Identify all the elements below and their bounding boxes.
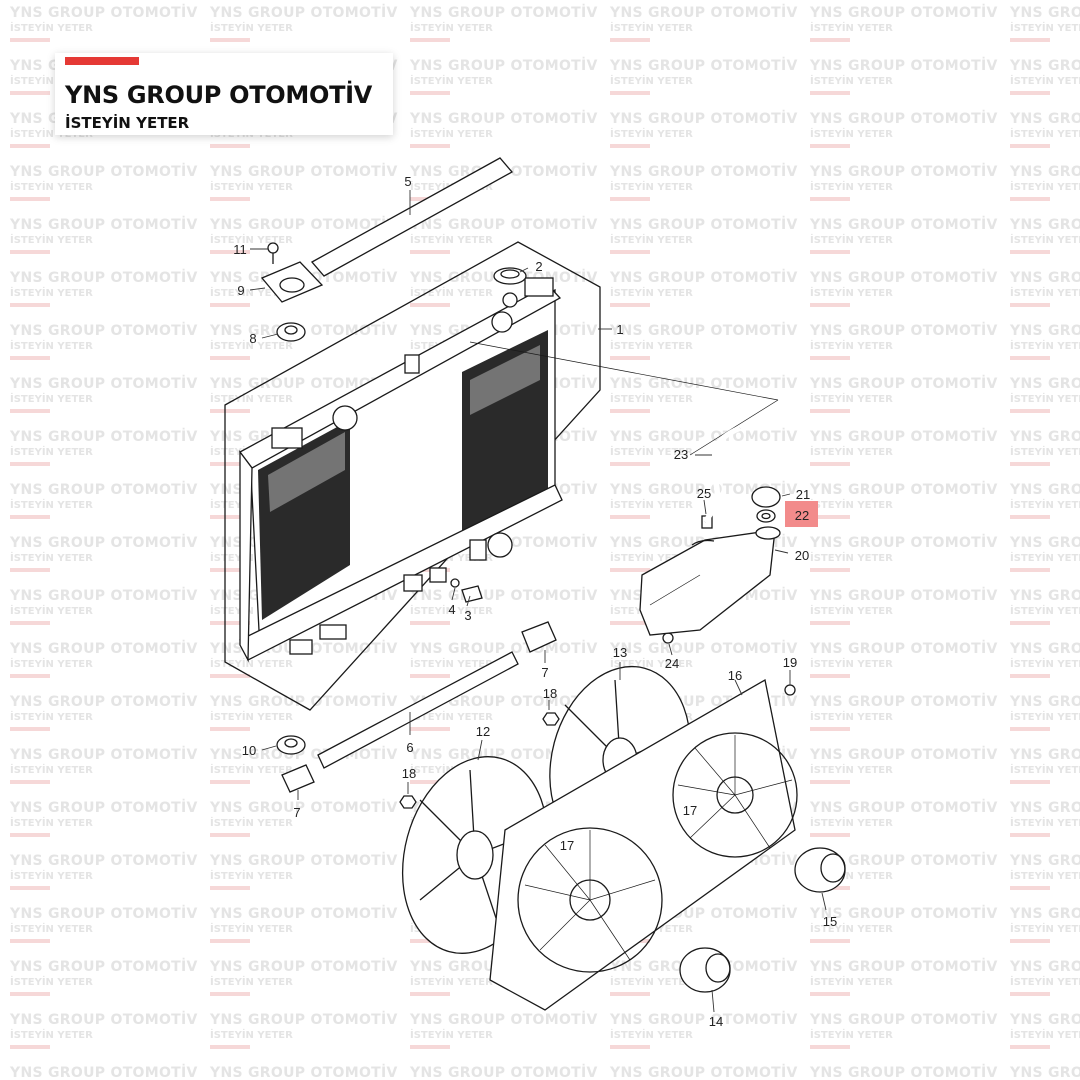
fan-motor-15 [794,847,846,893]
part-number-7-lower: 7 [293,805,300,820]
bolt-11 [267,242,279,264]
part-number-23: 23 [674,447,688,462]
part-number-1: 1 [616,322,623,337]
seal-strip-bottom [317,651,519,769]
brand-logo-card: YNS GROUP OTOMOTİV İSTEYİN YETER [55,53,393,135]
part-number-12: 12 [476,724,490,739]
overflow-hose-23 [702,425,742,524]
bracket-9 [260,261,324,303]
nut-18a [542,712,560,726]
reservoir-tank [639,526,781,636]
spacer-block-upper [521,621,557,653]
part-number-21: 21 [796,487,810,502]
part-number-18-lower: 18 [402,766,416,781]
part-number-11: 11 [233,242,247,257]
highlight-box-22 [785,501,818,527]
part-number-3: 3 [464,608,471,623]
radiator-core-fins-right [462,330,548,540]
cap-gasket-22 [756,509,776,523]
radiator [224,241,779,711]
bolt-24 [662,632,674,644]
bolt-19 [784,684,796,696]
part-number-20: 20 [795,548,809,563]
drain-plug-3-4 [450,578,483,603]
brand-name: YNS GROUP OTOMOTİV [65,81,373,109]
part-number-2: 2 [535,259,542,274]
nut-18b [399,795,417,809]
part-number-19: 19 [783,655,797,670]
part-number-7-upper: 7 [541,665,548,680]
part-number-16: 16 [728,668,742,683]
fan-motor-14 [679,947,731,993]
mount-cushion-10 [276,735,306,755]
part-number-18-upper: 18 [543,686,557,701]
radiator-cap-2 [493,267,527,285]
spacer-block-lower [281,764,315,793]
brand-accent-bar [65,57,139,65]
part-number-17-left: 17 [560,838,574,853]
part-number-17-right: 17 [683,803,697,818]
brand-tagline: İSTEYİN YETER [65,114,190,132]
part-number-10: 10 [242,743,256,758]
leader-lines [249,190,827,1013]
reservoir-cap-21 [751,486,781,508]
seal-strip-top [310,157,514,277]
part-number-6: 6 [406,740,413,755]
part-number-13: 13 [613,645,627,660]
radiator-core-fins-left [258,420,350,620]
part-number-8: 8 [249,331,256,346]
part-number-14: 14 [709,1014,723,1029]
part-number-9: 9 [237,283,244,298]
part-number-25: 25 [697,486,711,501]
part-number-4: 4 [448,602,455,617]
part-number-5: 5 [404,174,411,189]
part-number-22: 22 [795,508,809,523]
fan-shroud [489,678,798,1011]
mount-cushion-8 [276,322,306,342]
part-number-24: 24 [665,656,679,671]
part-number-15: 15 [823,914,837,929]
part-labels: 5 11 9 8 2 1 4 3 6 7 7 10 18 18 12 13 16… [233,174,837,1029]
